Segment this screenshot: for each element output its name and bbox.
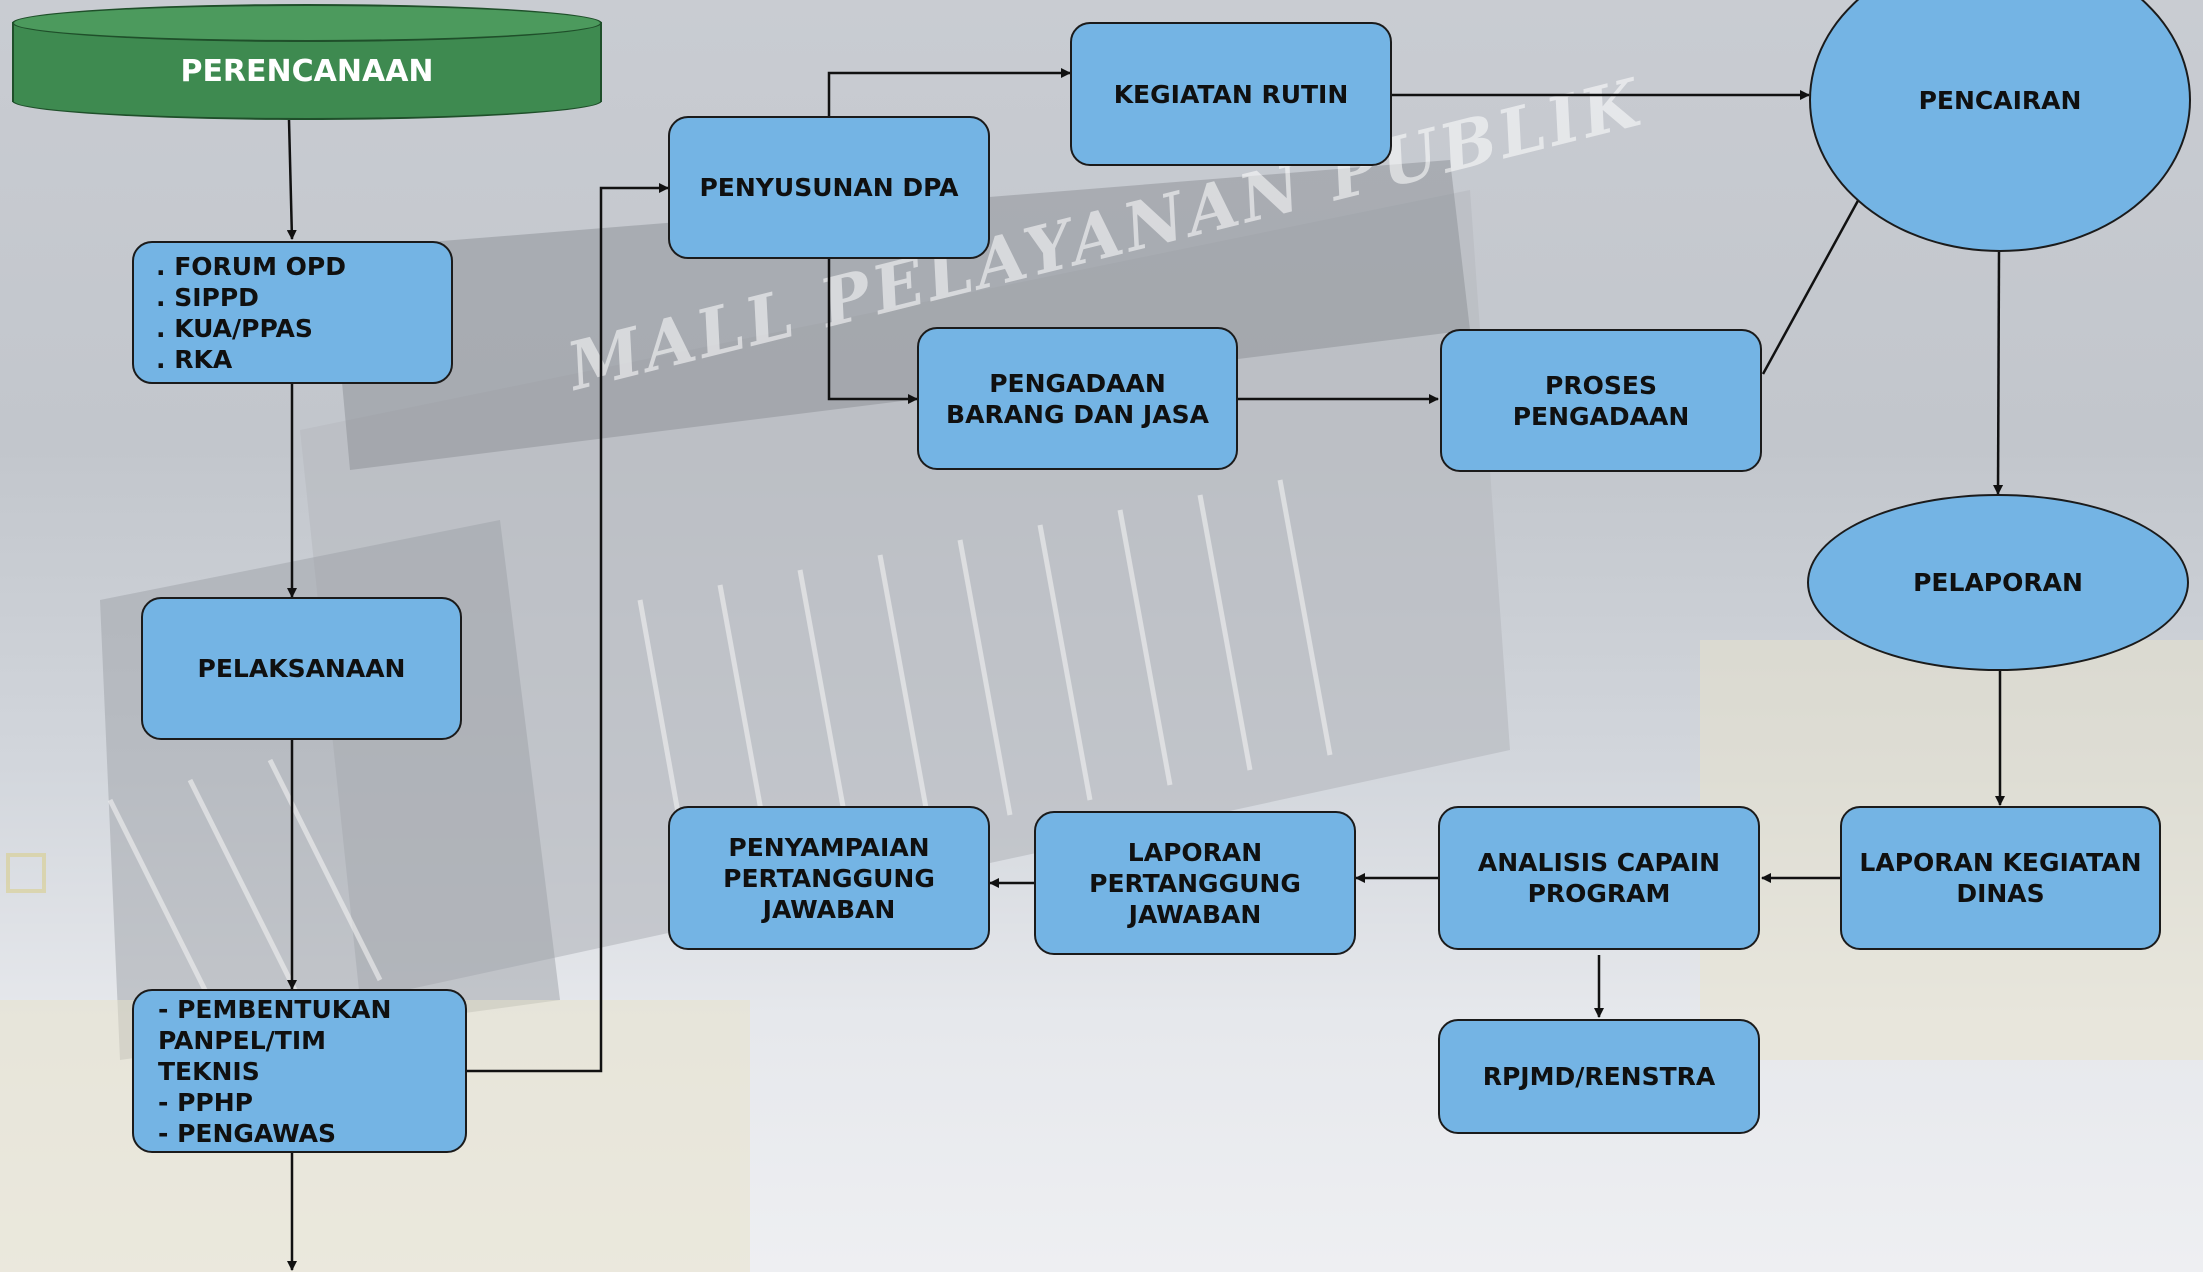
node-analisis-capain: ANALISIS CAPAIN PROGRAM — [1438, 806, 1760, 950]
node-proses-pengadaan: PROSES PENGADAAN — [1440, 329, 1762, 472]
cylinder-top — [12, 4, 602, 42]
node-pencairan: PENCAIRAN — [1809, 0, 2191, 252]
node-penyampaian: PENYAMPAIAN PERTANGGUNG JAWABAN — [668, 806, 990, 950]
node-kegiatan-rutin: KEGIATAN RUTIN — [1070, 22, 1392, 166]
node-laporan-kegiatan: LAPORAN KEGIATAN DINAS — [1840, 806, 2161, 950]
node-rpjmd-renstra: RPJMD/RENSTRA — [1438, 1019, 1760, 1134]
node-laporan-pertanggung: LAPORAN PERTANGGUNG JAWABAN — [1034, 811, 1356, 955]
node-pelaksanaan: PELAKSANAAN — [141, 597, 462, 740]
node-perencanaan: PERENCANAAN — [12, 4, 602, 120]
node-forum-opd: . FORUM OPD . SIPPD . KUA/PPAS . RKA — [132, 241, 453, 384]
node-perencanaan-label: PERENCANAAN — [180, 54, 434, 89]
node-pembentukan: - PEMBENTUKAN PANPEL/TIM TEKNIS - PPHP -… — [132, 989, 467, 1153]
node-pengadaan: PENGADAAN BARANG DAN JASA — [917, 327, 1238, 470]
node-pelaporan: PELAPORAN — [1807, 494, 2189, 671]
node-penyusunan-dpa: PENYUSUNAN DPA — [668, 116, 990, 259]
